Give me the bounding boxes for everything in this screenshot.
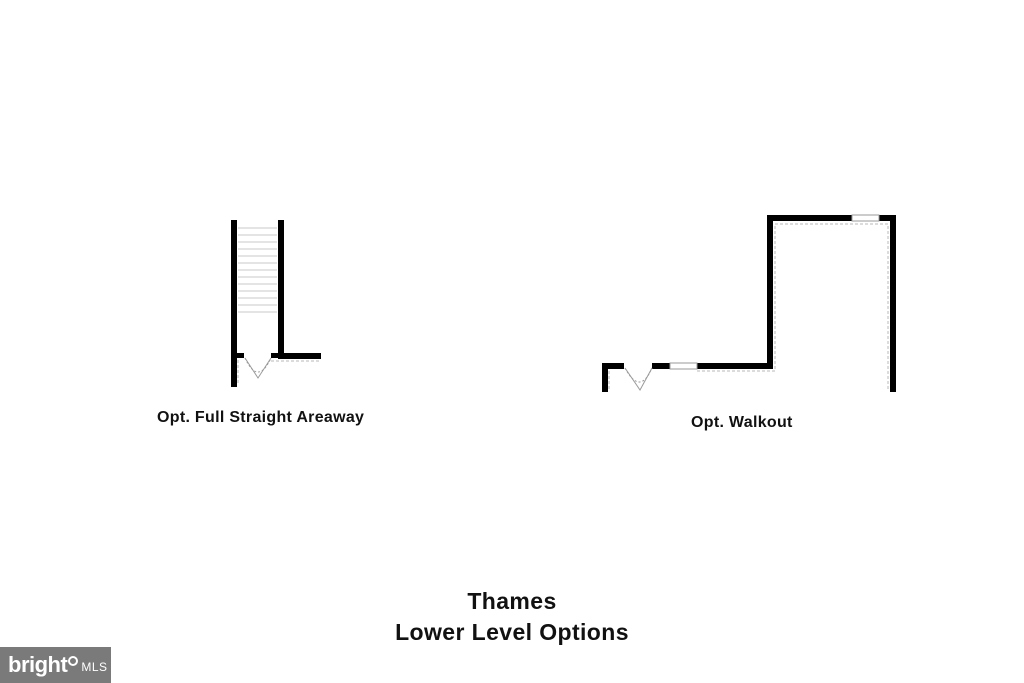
- plan-subtitle: Lower Level Options: [395, 619, 629, 645]
- walkout-plan: [602, 214, 896, 392]
- walkout-top-window: [851, 214, 880, 222]
- areaway-right-ledge: [278, 353, 321, 359]
- areaway-caption: Opt. Full Straight Areaway: [157, 409, 365, 426]
- bright-mls-watermark: bright MLS: [0, 647, 111, 683]
- title-block: Thames Lower Level Options: [0, 586, 1024, 648]
- areaway-right-wall: [278, 220, 284, 358]
- walkout-left-stub: [602, 363, 608, 392]
- walkout-top-wall-left: [767, 215, 852, 221]
- areaway-dashed-outline: [237, 360, 320, 385]
- areaway-door-jamb-left: [237, 353, 244, 358]
- walkout-inner-vertical-wall: [767, 215, 773, 369]
- areaway-plan: [231, 220, 321, 387]
- walkout-right-wall: [890, 215, 896, 392]
- watermark-suffix: MLS: [81, 660, 108, 674]
- watermark-dot-icon: [68, 656, 79, 666]
- watermark-brand: bright: [8, 652, 68, 677]
- walkout-caption: Opt. Walkout: [691, 414, 793, 431]
- walkout-top-wall-right: [879, 215, 896, 221]
- walkout-left-wall-top: [602, 363, 624, 369]
- plan-title: Thames: [467, 588, 557, 614]
- stair-treads: [238, 227, 277, 313]
- walkout-bottom-window: [669, 362, 698, 370]
- walkout-bottom-wall: [697, 363, 773, 369]
- areaway-left-wall: [231, 220, 237, 387]
- areaway-door-jamb-right: [271, 353, 279, 358]
- walkout-door-swing: [624, 367, 653, 391]
- walkout-wall-segment: [652, 363, 670, 369]
- walkout-dashed-outline: [608, 223, 889, 389]
- areaway-door-swing: [244, 357, 272, 379]
